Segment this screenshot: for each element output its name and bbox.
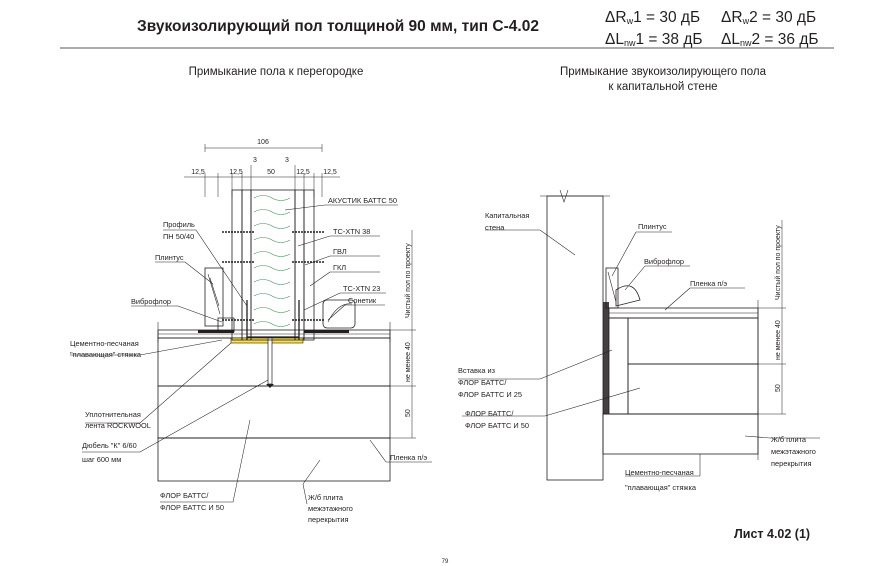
left-label-seal-1: Уплотнительная <box>85 410 141 419</box>
svg-text:Чистый пол по проекту: Чистый пол по проекту <box>404 243 412 318</box>
left-label-film: Пленка п/э <box>390 453 427 462</box>
right-edge-insert <box>608 317 629 415</box>
left-label-floor-2: ФЛОР БАТТС И 50 <box>160 503 224 512</box>
left-label-acoustic: АКУСТИК БАТТС 50 <box>328 196 397 205</box>
right-capital-wall <box>546 195 604 481</box>
right-leaders <box>458 229 820 477</box>
left-label-gvl: ГВЛ <box>333 247 347 256</box>
right-label-screed-2: "плавающая" стяжка <box>625 483 697 492</box>
left-label-gkl: ГКЛ <box>333 263 346 272</box>
left-plinth-right <box>322 299 356 329</box>
right-label-insert-3: ФЛОР БАТТС И 25 <box>458 390 522 399</box>
left-label-dowel-1: Дюбель "К" 6/60 <box>82 441 137 450</box>
left-label-slab-1: Ж/б плита <box>308 493 344 502</box>
left-label-floor-1: ФЛОР БАТТС/ <box>160 491 209 500</box>
right-label-insert-1: Вставка из <box>458 366 496 375</box>
right-detail-subtitle-line2: к капитальной стене <box>608 81 717 93</box>
right-label-insert-2: ФЛОР БАТТС/ <box>458 378 507 387</box>
page-number: 79 <box>442 559 449 565</box>
svg-text:12,5: 12,5 <box>296 169 310 176</box>
svg-text:50: 50 <box>267 169 275 176</box>
left-dowel <box>267 337 273 385</box>
left-label-plinth: Плинтус <box>155 253 184 262</box>
left-partition-gkl-left <box>231 189 243 341</box>
index-rw1: ΔRw1 = 30 дБ <box>605 9 700 26</box>
svg-text:3: 3 <box>253 157 257 164</box>
right-label-floor-2: ФЛОР БАТТС И 50 <box>465 421 529 430</box>
right-label-slab-2: межэтажного <box>771 447 816 456</box>
left-partition-gkl-right <box>303 189 315 341</box>
svg-text:3: 3 <box>285 157 289 164</box>
sheet-number: Лист 4.02 (1) <box>734 527 810 541</box>
svg-text:не менее 40: не менее 40 <box>775 320 782 360</box>
left-label-dowel-2: шаг 600 мм <box>82 455 121 464</box>
right-vibroflor <box>615 285 641 307</box>
left-floor-insulation <box>157 385 391 439</box>
left-label-slab-3: перекрытия <box>308 515 349 524</box>
left-label-profile-2: ПН 50/40 <box>163 232 194 241</box>
left-label-screed-2: "плавающая" стяжка <box>70 350 142 359</box>
right-plinth <box>605 267 619 309</box>
right-label-vibroflor: Виброфлор <box>644 257 684 266</box>
right-label-wall-2: стена <box>485 223 505 232</box>
right-label-slab-3: перекрытия <box>771 459 812 468</box>
left-sealing-strip <box>230 337 304 344</box>
right-detail: Чистый пол по проекту не менее 40 50 Кап… <box>458 189 820 492</box>
left-label-seal-2: лента ROCKWOOL <box>85 421 151 430</box>
left-label-screed-1: Цементно-песчаная <box>70 339 139 348</box>
right-label-film: Пленка п/э <box>690 279 727 288</box>
svg-text:Чистый пол по проекту: Чистый пол по проекту <box>774 225 782 300</box>
left-label-tc38: ТС-XTN 38 <box>333 227 370 236</box>
left-slab <box>157 437 391 482</box>
right-label-plinth: Плинтус <box>638 222 667 231</box>
index-rw2: ΔRw2 = 30 дБ <box>721 9 816 26</box>
left-label-slab-2: межэтажного <box>308 504 353 513</box>
right-detail-subtitle-line1: Примыкание звукоизолирующего пола <box>560 66 767 78</box>
left-label-sealant: Сонетик <box>348 296 377 305</box>
svg-text:12,5: 12,5 <box>323 169 337 176</box>
index-lnw2: ΔLnw2 = 36 дБ <box>721 31 819 48</box>
header: Звукоизолирующий пол толщиной 90 мм, тип… <box>60 9 834 49</box>
right-label-floor-1: ФЛОР БАТТС/ <box>465 409 514 418</box>
svg-text:106: 106 <box>257 139 269 146</box>
left-dimensions-top: 106 12,5 12,5 3 50 3 12,5 12,5 <box>184 139 340 197</box>
svg-text:12,5: 12,5 <box>191 169 205 176</box>
left-leaders <box>70 204 432 505</box>
right-dimensions-vertical: Чистый пол по проекту не менее 40 50 <box>758 220 786 415</box>
svg-text:50: 50 <box>775 384 782 392</box>
left-detail-subtitle: Примыкание пола к перегородке <box>189 66 364 78</box>
right-label-slab-1: Ж/б плита <box>771 435 807 444</box>
left-dimensions-vertical: Чистый пол по проекту не менее 40 50 <box>390 230 416 439</box>
svg-text:50: 50 <box>405 409 412 417</box>
right-slab <box>602 413 759 455</box>
right-floor-insulation <box>627 363 759 415</box>
right-label-screed-1: Цементно-песчаная <box>625 468 694 477</box>
left-plinth-left <box>204 267 224 327</box>
svg-text:не менее 40: не менее 40 <box>405 342 412 382</box>
left-label-profile-1: Профиль <box>163 220 195 229</box>
page-title: Звукоизолирующий пол толщиной 90 мм, тип… <box>137 18 539 35</box>
right-label-wall-1: Капитальная <box>485 211 529 220</box>
left-detail: 106 12,5 12,5 3 50 3 12,5 12,5 Чистый по… <box>70 139 432 524</box>
svg-text:12,5: 12,5 <box>229 169 243 176</box>
left-label-vibroflor: Виброфлор <box>131 297 171 306</box>
index-lnw1: ΔLnw1 = 38 дБ <box>605 31 703 48</box>
left-label-tc23: ТС-XTN 23 <box>343 284 380 293</box>
right-screed <box>627 317 759 365</box>
